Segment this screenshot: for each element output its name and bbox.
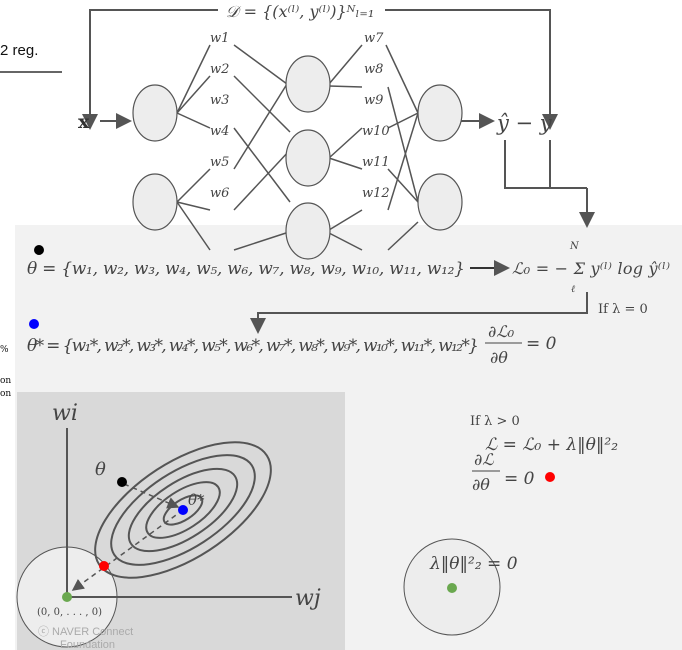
input-x: x — [78, 111, 90, 133]
weight-label: w9 — [364, 93, 383, 108]
weight-label: w11 — [362, 155, 390, 170]
black-dot — [34, 245, 44, 255]
hidden-node — [285, 129, 331, 187]
y-axis-label: wi — [52, 401, 78, 426]
contour-plot: wi wj θ θ* (0, 0, . . . , 0) ⓒ NAVER Con… — [16, 401, 321, 650]
output-node — [417, 84, 463, 142]
dashed-arrow — [71, 509, 184, 591]
weight-label: w7 — [364, 31, 384, 46]
weight-label: w5 — [210, 155, 229, 170]
on-fragment: on — [0, 389, 11, 399]
theta-label: θ — [95, 459, 106, 480]
blue-dot — [178, 505, 188, 515]
grad-equals: = 0 — [504, 469, 535, 489]
weight-labels: w1 w2 w3 w4 w5 w6 w7 w8 w9 w10 w11 w12 — [210, 31, 390, 201]
network-edges-2 — [328, 44, 419, 251]
network-nodes — [132, 55, 463, 260]
reg-fragment: 2 reg. — [0, 42, 38, 59]
network-edges — [176, 44, 291, 251]
dataset-label: 𝒟 = {(x⁽ˡ⁾, y⁽ˡ⁾)}ᴺₗ₌₁ — [226, 2, 374, 21]
grad0-equals: = 0 — [526, 334, 557, 354]
weight-label: w3 — [210, 93, 229, 108]
dashed-arrow — [123, 483, 180, 509]
watermark: ⓒ NAVER Connect — [38, 625, 133, 638]
hidden-node — [285, 202, 331, 260]
hidden-node — [285, 55, 331, 113]
loss-equation: ℒ = ℒ₀ + λ‖θ‖²₂ — [485, 435, 618, 455]
sum-upper: N — [569, 241, 580, 252]
weight-label: w6 — [210, 186, 229, 201]
theta-star-equation: θ* = {w₁*, w₂*, w₃*, w₄*, w₅*, w₆*, w₇*,… — [27, 336, 479, 356]
percent-fragment: % — [0, 345, 9, 355]
if-lambda-zero: If λ = 0 — [598, 302, 648, 317]
grad-denominator: ∂θ — [472, 475, 490, 494]
weight-label: w8 — [364, 62, 383, 77]
sum-lower: ℓ — [571, 284, 575, 295]
theta-star-label: θ* — [188, 491, 205, 509]
output-error: ŷ − y — [496, 111, 553, 135]
weight-label: w10 — [362, 124, 390, 139]
red-dot — [545, 472, 555, 482]
black-dot — [117, 477, 127, 487]
origin-label: (0, 0, . . . , 0) — [37, 607, 102, 618]
on-fragment: on — [0, 376, 11, 386]
grad0-denominator: ∂θ — [490, 348, 508, 367]
green-dot — [447, 583, 457, 593]
theta-equation: θ = {w₁, w₂, w₃, w₄, w₅, w₆, w₇, w₈, w₉,… — [27, 259, 465, 279]
weight-label: w4 — [210, 124, 229, 139]
weight-label: w12 — [362, 186, 390, 201]
grad0-numerator: ∂ℒ₀ — [488, 322, 515, 341]
x-axis-label: wj — [295, 586, 321, 611]
weight-label: w2 — [210, 62, 229, 77]
grad-numerator: ∂ℒ — [474, 450, 494, 469]
output-node — [417, 173, 463, 231]
red-dot — [99, 561, 109, 571]
reg-zero-equation: λ‖θ‖²₂ = 0 — [429, 554, 518, 574]
watermark: Foundation — [60, 639, 115, 650]
loss0-equation: ℒ₀ = − Σ y⁽ˡ⁾ log ŷ⁽ˡ⁾ — [512, 259, 670, 278]
weight-label: w1 — [210, 31, 229, 46]
loss-contours — [94, 441, 272, 579]
input-node — [132, 173, 178, 231]
if-lambda-positive: If λ > 0 — [470, 414, 520, 429]
green-dot — [62, 592, 72, 602]
input-node — [132, 84, 178, 142]
blue-dot — [29, 319, 39, 329]
